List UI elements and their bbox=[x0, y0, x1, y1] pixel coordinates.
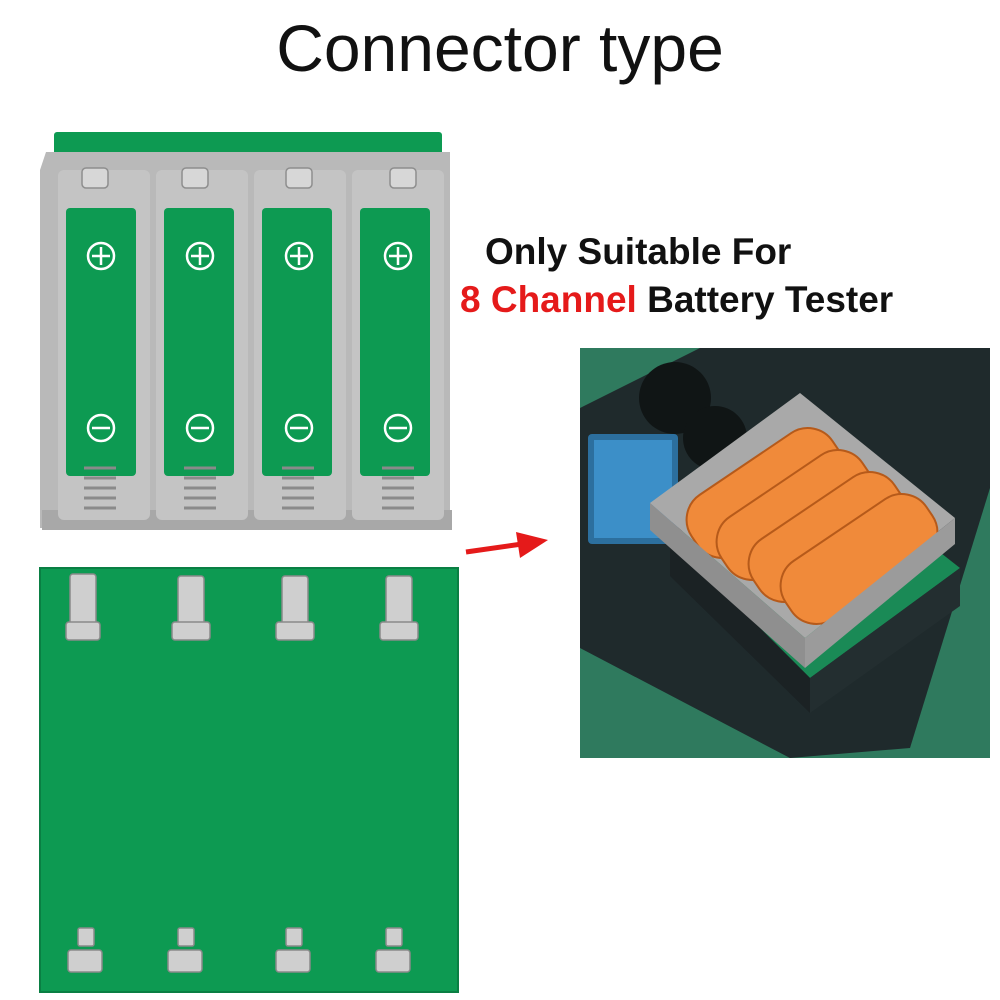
caption-rest: Battery Tester bbox=[636, 279, 894, 320]
plus-icon bbox=[86, 241, 413, 271]
caption-line-1: Only Suitable For bbox=[485, 231, 792, 272]
battery-holder-top-image bbox=[40, 132, 452, 530]
holder-slots bbox=[58, 170, 444, 520]
minus-icon bbox=[86, 413, 413, 443]
pcb-underside-image bbox=[39, 567, 459, 993]
compatibility-caption: Only Suitable For 8 Channel Battery Test… bbox=[460, 228, 1000, 324]
solder-tabs-top bbox=[65, 573, 419, 641]
arrow-right-icon bbox=[465, 532, 548, 558]
page-title: Connector type bbox=[276, 11, 724, 85]
caption-highlight: 8 Channel bbox=[460, 279, 637, 320]
battery-cells bbox=[685, 427, 939, 625]
solder-tabs-bottom bbox=[67, 927, 411, 973]
tester-product-photo bbox=[580, 348, 990, 758]
caption-line-2: 8 Channel Battery Tester bbox=[460, 276, 1000, 324]
